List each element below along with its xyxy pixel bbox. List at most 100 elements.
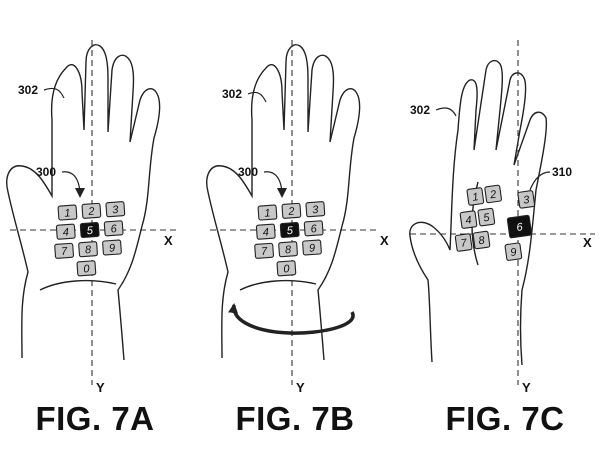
key-label: 6	[310, 223, 318, 235]
key-3: 3	[305, 201, 326, 218]
key-button	[279, 221, 300, 239]
hand-reference-label: 302	[18, 83, 38, 97]
key-1: 1	[257, 204, 278, 221]
key-label: 3	[523, 194, 532, 207]
hand-outline	[6, 44, 161, 361]
key-2: 2	[484, 184, 502, 204]
y-axis-label: Y	[296, 380, 305, 395]
key-label: 3	[312, 204, 320, 216]
key-label: 7	[61, 246, 69, 258]
key-button	[76, 260, 97, 277]
hand-outline	[409, 59, 548, 366]
keypad-300: 1 2 3 4 5 6 7 8 9 0	[254, 201, 326, 277]
figure-7b: X Y 302 300 1 2 3 4 5 6 7 8 9 0	[206, 40, 389, 395]
key-label: 5	[86, 225, 94, 237]
figure-caption-7a: FIG. 7A	[35, 400, 155, 437]
key-button	[466, 187, 485, 206]
rotation-arrow	[228, 303, 355, 335]
hand-leader-line	[247, 91, 267, 103]
x-axis-label: X	[583, 235, 592, 250]
key-label: 8	[85, 244, 93, 256]
keypad-reference-label: 300	[36, 165, 56, 179]
keypad-leader-arrow	[263, 171, 287, 198]
key-button	[254, 242, 274, 259]
x-axis-label: X	[164, 233, 173, 248]
key-label: 5	[286, 225, 294, 237]
y-axis-label: Y	[522, 380, 531, 395]
key-button	[504, 242, 523, 261]
key-8: 8	[278, 241, 298, 258]
key-button	[79, 221, 100, 239]
key-7: 7	[254, 242, 274, 259]
key-button	[302, 239, 322, 256]
key-1: 1	[466, 187, 485, 206]
key-label: 8	[285, 244, 293, 256]
key-2: 2	[281, 202, 302, 219]
key-9: 9	[102, 239, 122, 256]
key-label: 4	[262, 226, 269, 238]
key-button	[81, 202, 102, 219]
wrist-crease	[239, 279, 317, 291]
y-axis-label: Y	[96, 380, 105, 395]
key-button	[103, 220, 124, 237]
key-6: 6	[103, 220, 124, 237]
hand-leader-line	[43, 87, 65, 99]
key-button	[57, 204, 78, 221]
key-0: 0	[76, 260, 97, 277]
key-button	[105, 201, 126, 218]
key-label: 1	[64, 207, 71, 219]
hand-reference-label: 302	[222, 87, 242, 101]
key-button	[278, 241, 298, 258]
key-label: 7	[261, 246, 269, 258]
key-label: 2	[87, 206, 95, 218]
key-4: 4	[55, 223, 76, 240]
key-label: 0	[83, 263, 91, 275]
key-button	[281, 202, 302, 219]
key-label: 2	[287, 206, 295, 218]
key-button	[506, 214, 533, 239]
key-button	[459, 210, 478, 229]
key-label: 6	[516, 221, 525, 234]
key-7: 7	[54, 242, 74, 259]
hand-outline	[206, 44, 361, 361]
key-label: 0	[283, 263, 291, 275]
key-7: 7	[454, 233, 473, 252]
key-label: 6	[110, 223, 118, 235]
keypad-leader-arrow	[61, 171, 85, 198]
figure-caption-7b: FIG. 7B	[235, 400, 355, 437]
key-label: 1	[264, 207, 271, 219]
key-label: 9	[309, 242, 316, 254]
key-label: 2	[488, 189, 497, 202]
x-axis-label: X	[380, 233, 389, 248]
key-button	[305, 201, 326, 218]
key-button	[517, 190, 536, 209]
hand-reference-label: 302	[410, 103, 430, 117]
key-label: 1	[472, 191, 480, 204]
wrist-crease	[39, 279, 117, 291]
key-button	[78, 241, 98, 258]
key-button	[484, 184, 502, 204]
key-label: 8	[478, 235, 487, 248]
key-button	[454, 233, 473, 252]
key-5: 5	[79, 221, 100, 239]
key-3: 3	[517, 190, 536, 209]
key-button	[303, 220, 324, 237]
key-label: 3	[112, 204, 120, 216]
keypad-reference-label: 300	[238, 165, 258, 179]
key-9: 9	[302, 239, 322, 256]
key-button	[257, 204, 278, 221]
key-8: 8	[472, 230, 491, 250]
key-6: 6	[506, 214, 533, 239]
key-2: 2	[81, 202, 102, 219]
key-6: 6	[303, 220, 324, 237]
key-5: 5	[477, 207, 496, 227]
key-button	[55, 223, 76, 240]
key-button	[276, 260, 297, 277]
key-0: 0	[276, 260, 297, 277]
key-8: 8	[78, 241, 98, 258]
